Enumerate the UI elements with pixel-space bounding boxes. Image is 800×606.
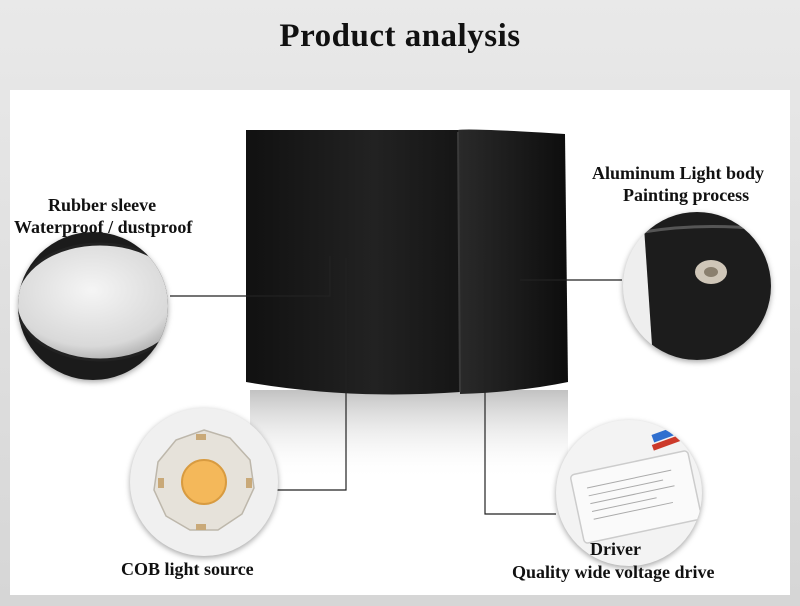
alu-label-line1: Aluminum Light body [592, 163, 765, 183]
rubber-label-line1: Rubber sleeve [48, 195, 157, 215]
driver-label-line2: Quality wide voltage drive [512, 562, 715, 582]
driver-image [556, 420, 702, 566]
aluminum-body-image [623, 212, 771, 360]
painting-process-label: Painting process [623, 184, 749, 206]
line-driver [484, 262, 556, 515]
driver-label-line1: Driver [590, 539, 641, 559]
waterproof-label: Waterproof / dustproof [14, 216, 192, 238]
alu-label-line2: Painting process [623, 185, 750, 205]
light-body-cube [246, 129, 568, 480]
cube-front-face [246, 130, 460, 395]
cube-reflection [250, 390, 568, 480]
rubber-label-line2: Waterproof / dustproof [14, 217, 193, 237]
aluminum-body-detail [642, 212, 771, 360]
driver-label: Driver [590, 538, 641, 560]
rubber-sleeve-image [18, 232, 168, 380]
cob-chip-detail [153, 429, 255, 531]
line-rubber [170, 256, 331, 297]
page-title: Product analysis [279, 18, 521, 54]
rubber-sleeve-detail [18, 242, 168, 362]
cob-label: COB light source [121, 558, 254, 580]
driver-detail [570, 424, 702, 544]
cob-label-text: COB light source [121, 559, 254, 579]
voltage-drive-label: Quality wide voltage drive [512, 561, 714, 583]
cob-light-image [130, 408, 278, 556]
aluminum-body-label: Aluminum Light body [592, 162, 764, 184]
cube-side-face [458, 129, 568, 394]
rubber-sleeve-label: Rubber sleeve [48, 194, 156, 216]
